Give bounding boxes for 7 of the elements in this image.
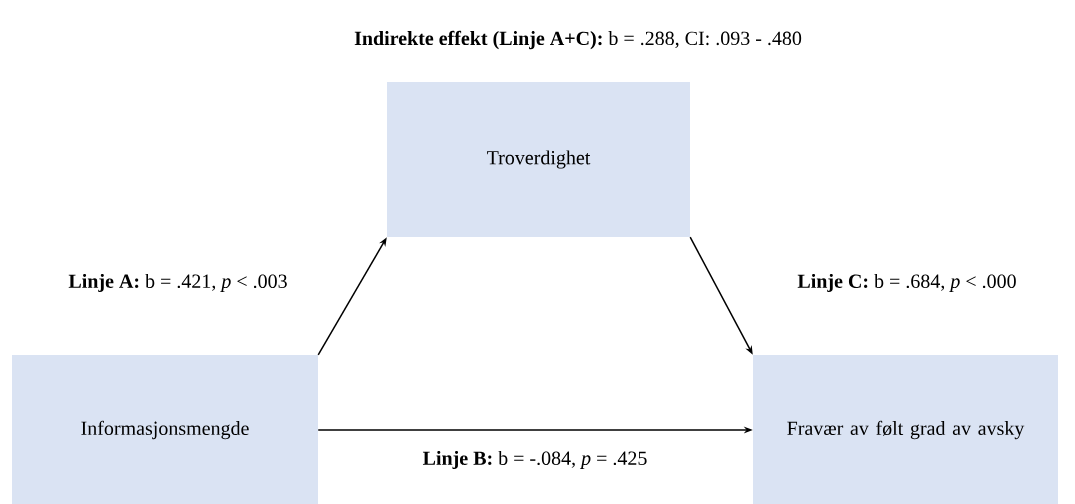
edge-label: Linje C: b = .684, p < .000 [795,271,1019,295]
edge-label: Linje B: b = -.084, p = .425 [420,448,650,472]
variable-box: Fravær av følt grad av avsky [753,355,1058,504]
variable-box: Troverdighet [387,82,690,237]
title: Indirekte effekt (Linje A+C): b = .288, CI: .093 - .480 [354,30,802,50]
edge-label: Linje A: b = .421, p < .003 [66,271,290,295]
variable-box: Informasjonsmengde [12,355,318,504]
